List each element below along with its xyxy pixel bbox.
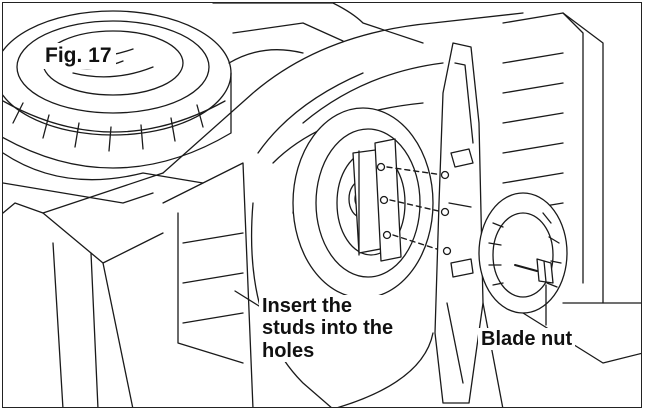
right-wheel (478, 12, 604, 314)
blade (434, 42, 484, 404)
insert-studs-callout-line-1: Insert the (262, 295, 353, 317)
motor-hub (292, 107, 434, 299)
figure-frame: Fig. 17 Insert the studs into the holes … (2, 2, 642, 408)
insert-studs-callout: Insert the studs into the holes (259, 295, 397, 363)
mower-blade-assembly-drawing (3, 3, 641, 407)
blade-guard (162, 12, 524, 407)
insert-studs-callout-line-3: holes (262, 339, 315, 362)
studs-leader-line (234, 290, 260, 307)
blade-nut (514, 258, 554, 326)
mower-deck (3, 3, 424, 407)
insert-studs-callout-line-2: studs into the (262, 317, 394, 340)
left-wheel (3, 10, 232, 169)
blade-nut-callout: Blade nut (478, 328, 576, 351)
figure-label: Fig. 17 (41, 43, 116, 69)
